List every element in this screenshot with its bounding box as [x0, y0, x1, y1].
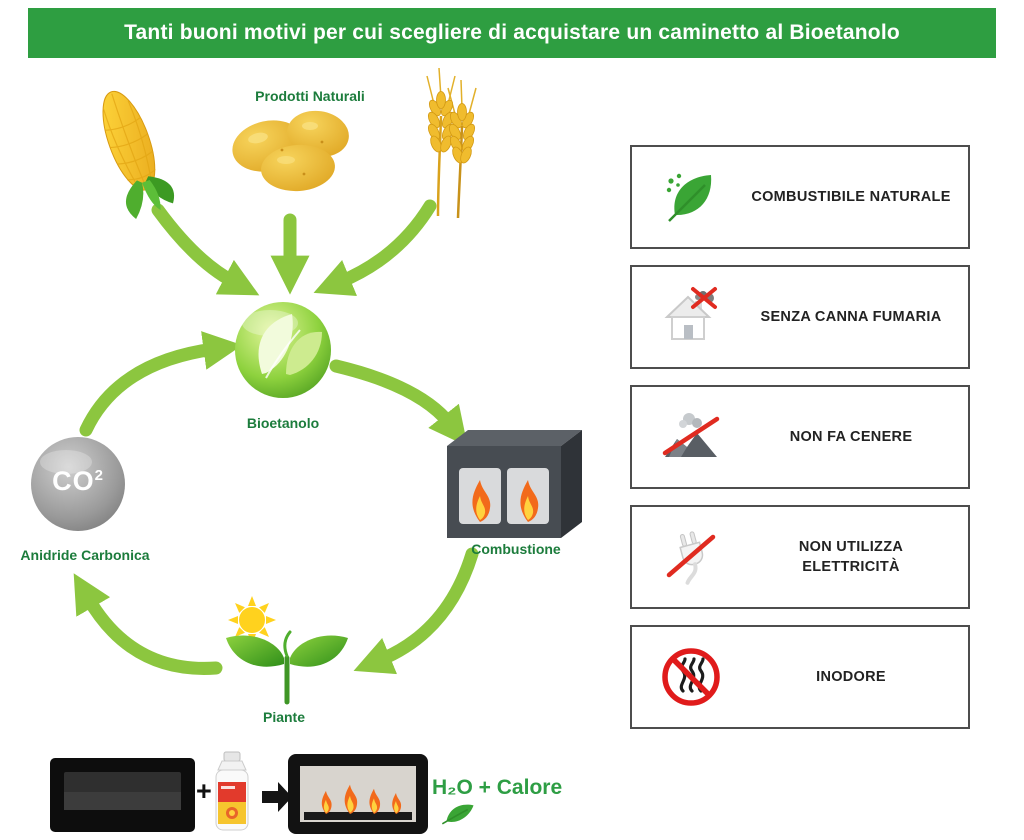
feature-inodore: INODORE [630, 625, 970, 729]
corn-icon [102, 90, 174, 219]
fireplace-frame-icon [50, 758, 195, 832]
co2-icon [31, 437, 125, 531]
feature-combustibile-naturale: COMBUSTIBILE NATURALE [630, 145, 970, 249]
arrow-plants-to-co2 [73, 573, 223, 675]
arrow-co2-to-bio [79, 331, 243, 437]
bioethanol-label: Bioetanolo [246, 415, 320, 431]
combustion-label: Combustione [471, 541, 561, 557]
cycle-arrows [73, 199, 479, 675]
bioethanol-icon [235, 302, 331, 398]
plants-label: Piante [262, 709, 305, 725]
combustion-fireplace-icon [447, 430, 582, 538]
arrow-wheat-to-bio [313, 199, 437, 297]
bioethanol-bottle-icon [215, 751, 249, 831]
products-label: Prodotti Naturali [255, 88, 365, 104]
feature-senza-canna-fumaria: SENZA CANNA FUMARIA [630, 265, 970, 369]
equation-graphics [50, 751, 474, 834]
co2-formula: CO2 [34, 466, 122, 497]
feature-non-fa-cenere: NON FA CENERE [630, 385, 970, 489]
house-no-flue-icon [632, 285, 750, 349]
potatoes-icon [232, 110, 349, 192]
cycle-diagram [31, 67, 582, 705]
arrow-combustion-to-plants [353, 547, 479, 675]
h2o-calore-label: H₂O + Calore [432, 776, 563, 799]
feature-label: NON UTILIZZA ELETTRICITÀ [798, 538, 904, 575]
natural-fuel-leaf-icon [632, 165, 750, 229]
arrow-corn-to-bio [151, 203, 260, 296]
wheat-icon [425, 67, 478, 219]
feature-label: COMBUSTIBILE NATURALE [751, 188, 951, 205]
sun-icon [228, 596, 276, 644]
no-ash-icon [632, 405, 750, 469]
feature-non-utilizza-elettricita: NON UTILIZZA ELETTRICITÀ [630, 505, 970, 609]
features-list: COMBUSTIBILE NATURALE SENZA CANNA FUMARI… [630, 145, 970, 745]
small-leaf-icon [441, 804, 474, 825]
black-arrow-icon [262, 782, 292, 812]
no-odor-icon [632, 645, 750, 709]
arrow-bio-to-combustion [329, 359, 468, 447]
title-banner: Tanti buoni motivi per cui scegliere di … [28, 8, 996, 58]
co2-superscript: 2 [94, 467, 104, 484]
feature-label: INODORE [816, 668, 886, 685]
co2-symbol: CO [52, 466, 95, 496]
no-electricity-plug-icon [632, 525, 750, 589]
feature-label: NON FA CENERE [789, 428, 913, 445]
burning-fireplace-icon [288, 754, 428, 834]
feature-label: SENZA CANNA FUMARIA [760, 308, 942, 325]
plus-sign: + [196, 776, 212, 806]
plant-icon [226, 630, 348, 705]
co2-label: Anidride Carbonica [20, 547, 150, 563]
